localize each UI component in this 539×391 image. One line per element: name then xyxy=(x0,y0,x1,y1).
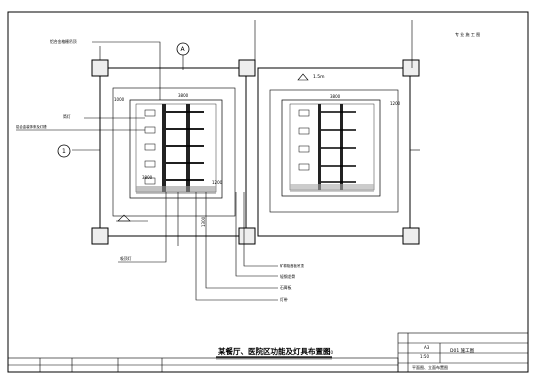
annotation-8: 灯带 xyxy=(280,297,288,302)
svg-text:1300: 1300 xyxy=(201,216,206,227)
svg-text:3800: 3800 xyxy=(330,94,341,99)
annotation-2: 筒灯 xyxy=(63,114,71,119)
column-tr xyxy=(238,59,256,77)
svg-text:1: 1 xyxy=(62,148,66,155)
svg-text:1200: 1200 xyxy=(390,101,401,106)
level-mark: 1.5m xyxy=(313,74,325,80)
left-plan-inner xyxy=(112,87,236,217)
annotation-4: 吸顶灯 xyxy=(120,256,132,261)
annotation-3: 铝合金装饰条及灯槽 xyxy=(16,124,47,129)
leaders xyxy=(16,41,278,301)
title-block xyxy=(7,332,529,373)
annotation-5: 矿棉吸音板吊顶 xyxy=(280,263,304,268)
left-plan-outline xyxy=(99,67,247,237)
svg-text:3800: 3800 xyxy=(142,175,153,180)
axis-bubble-1 xyxy=(57,144,71,158)
sheet-border xyxy=(7,11,529,373)
column-br xyxy=(238,227,256,245)
svg-text:A: A xyxy=(181,46,186,53)
column-rbr xyxy=(402,227,420,245)
svg-text:1000: 1000 xyxy=(114,97,125,102)
tb-project: D01 施工图 xyxy=(450,347,475,354)
column-tl xyxy=(91,59,109,77)
annotation-6: 轻钢龙骨 xyxy=(280,274,295,279)
drawing-scale: 1:50 xyxy=(324,350,333,355)
axis-bubble-a xyxy=(176,42,190,56)
annotation-7: 石膏板 xyxy=(280,285,292,290)
tb-drawing-name: 平面图、立面布置图 xyxy=(412,364,448,370)
tb-scale: 1:50 xyxy=(420,354,429,359)
right-plan-outline xyxy=(257,67,411,237)
tb-size: A3 xyxy=(424,345,430,350)
column-bl xyxy=(91,227,109,245)
svg-text:3800: 3800 xyxy=(178,93,189,98)
column-rtr xyxy=(402,59,420,77)
annotation-1: 铝合金格栅吊顶 xyxy=(50,39,77,44)
drawing-title: 某餐厅、医院区功能及灯具布置图 xyxy=(218,346,331,356)
stamp-text: 专 业 施 工 图 xyxy=(455,31,480,37)
left-plan: 3800 1000 3800 1200 1300 xyxy=(91,59,256,245)
left-plan-room xyxy=(129,99,223,199)
right-plan: 3800 1200 xyxy=(257,59,420,245)
svg-text:1200: 1200 xyxy=(212,180,223,185)
